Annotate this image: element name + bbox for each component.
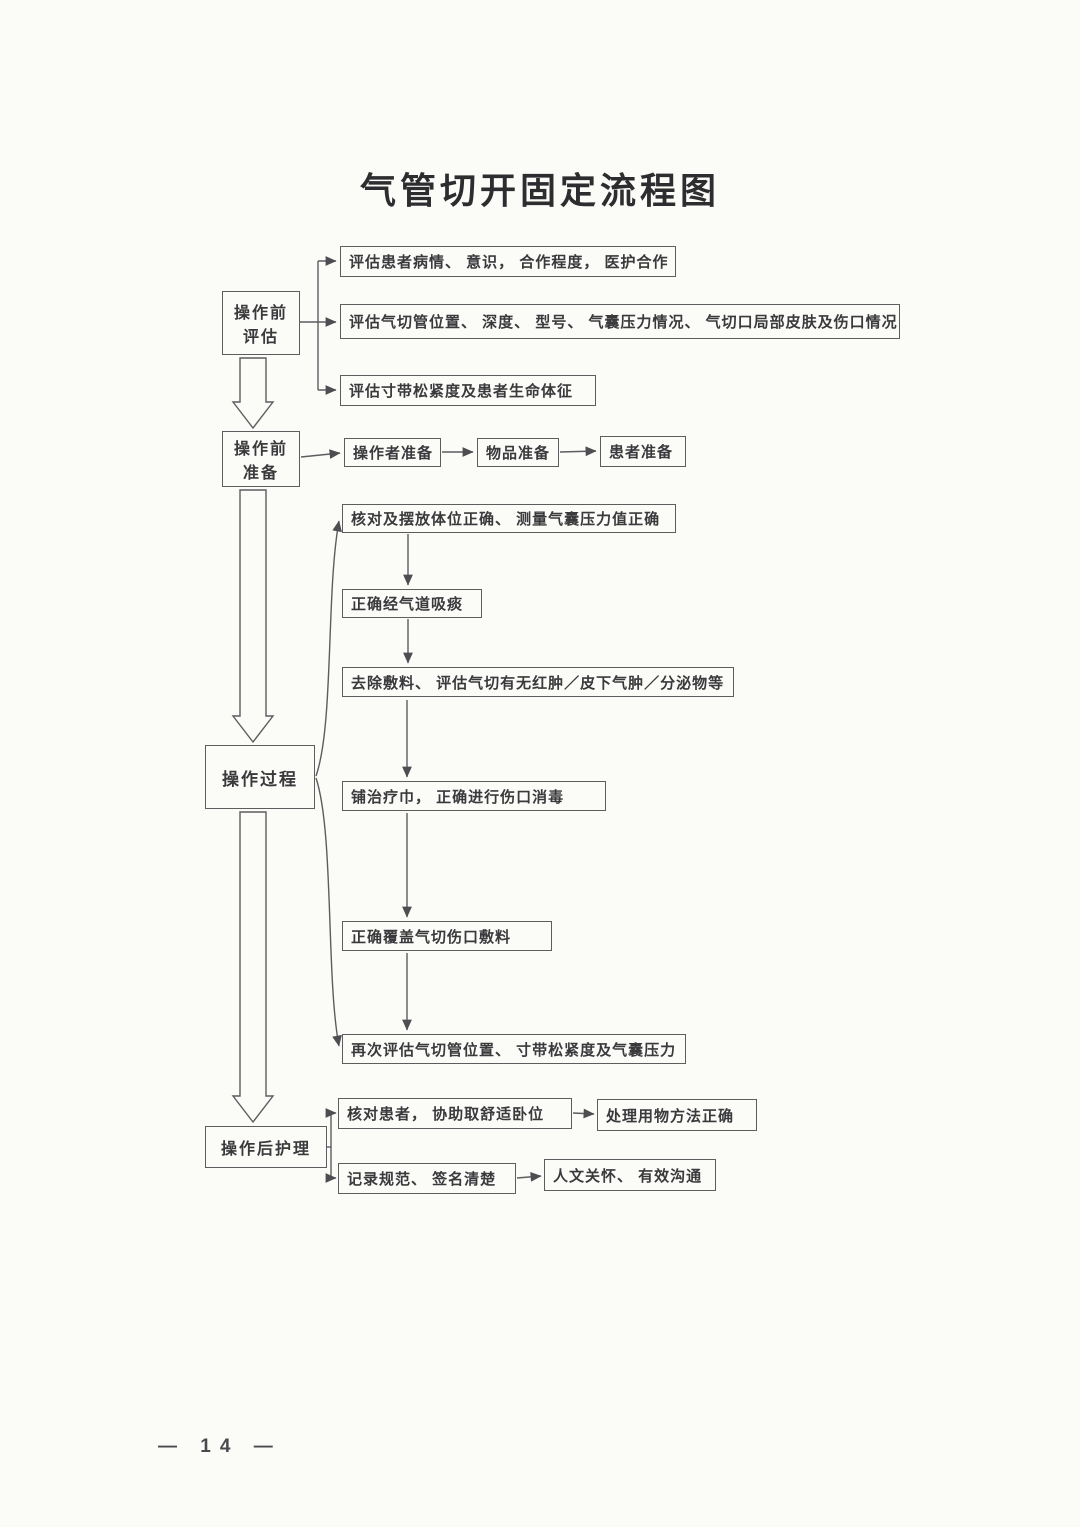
block-arrow-1 [231, 357, 275, 430]
assessment-branch-1: 评估患者病情、 意识， 合作程度， 医护合作 [340, 246, 676, 277]
block-arrow-2 [231, 489, 275, 744]
aftercare-step-1: 核对患者， 协助取舒适卧位 [338, 1098, 572, 1129]
stage-post-care: 操作后护理 [205, 1126, 327, 1168]
stage-label-line: 操作过程 [222, 769, 298, 789]
assessment-branch-2: 评估气切管位置、 深度、 型号、 气囊压力情况、 气切口局部皮肤及伤口情况 [340, 304, 900, 339]
preparation-step-operator: 操作者准备 [344, 438, 441, 467]
stage-pre-preparation: 操作前 准备 [222, 431, 300, 487]
aftercare-result-1: 处理用物方法正确 [597, 1099, 757, 1131]
stage-label-line: 评估 [242, 329, 279, 346]
process-step-3: 去除敷料、 评估气切有无红肿／皮下气肿／分泌物等 [342, 667, 734, 697]
block-arrow-3 [231, 811, 275, 1124]
assessment-branch-3: 评估寸带松紧度及患者生命体征 [340, 375, 596, 406]
process-step-2: 正确经气道吸痰 [342, 589, 482, 618]
stage-operation-process: 操作过程 [205, 745, 315, 809]
process-step-4: 铺治疗巾， 正确进行伤口消毒 [342, 781, 606, 811]
page-title: 气管切开固定流程图 [359, 170, 720, 211]
stage-label-line: 准备 [242, 465, 279, 482]
stage-label-line: 操作前 [233, 441, 288, 458]
preparation-step-items: 物品准备 [477, 438, 559, 467]
stage-label-line: 操作后护理 [220, 1141, 311, 1158]
process-step-1: 核对及摆放体位正确、 测量气囊压力值正确 [342, 504, 676, 533]
aftercare-result-2: 人文关怀、 有效沟通 [544, 1159, 716, 1191]
process-step-6: 再次评估气切管位置、 寸带松紧度及气囊压力 [342, 1034, 686, 1064]
stage-label-line: 操作前 [233, 305, 288, 322]
stage-pre-assessment: 操作前 评估 [222, 291, 300, 355]
aftercare-step-2: 记录规范、 签名清楚 [338, 1163, 516, 1194]
page-number: — 14 — [158, 1436, 282, 1457]
preparation-step-patient: 患者准备 [600, 436, 686, 467]
process-step-5: 正确覆盖气切伤口敷料 [342, 921, 552, 951]
